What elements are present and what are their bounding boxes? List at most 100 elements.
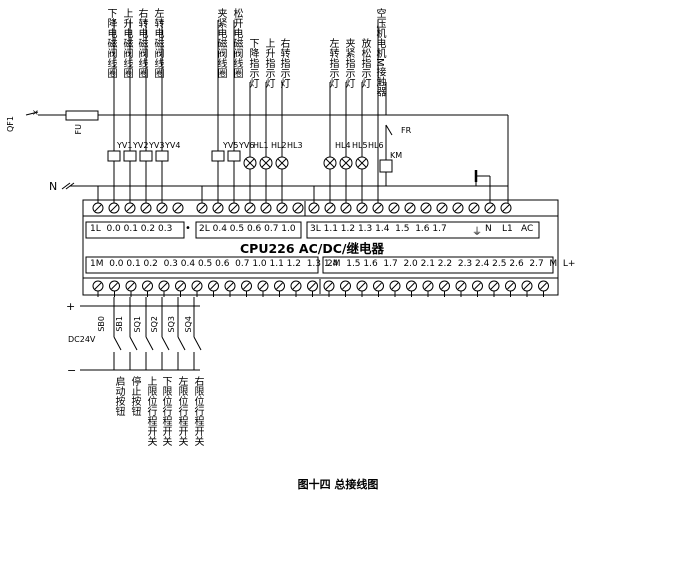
top-terminal (388, 202, 400, 214)
km-label: KM (390, 151, 403, 160)
load-label-up-lamp: 上升指示灯 (263, 38, 274, 88)
qf1-label: QF1 (6, 116, 15, 132)
load-label-right-lamp: 右转指示灯 (278, 38, 289, 88)
top-terminal (324, 202, 336, 214)
top-terminal (140, 202, 152, 214)
lamp-hl2: HL2 (271, 141, 287, 150)
screw-slot (408, 282, 415, 290)
screw-slot (457, 282, 465, 290)
screw-slot (158, 204, 166, 212)
bottom-terminal (224, 280, 236, 297)
label-lower-limit: 下限位行程开关 (160, 376, 171, 446)
bottom-terminal (257, 280, 269, 297)
screw-slot (210, 282, 217, 290)
plus-label: + (66, 300, 76, 313)
switch-sb0: SB0 (97, 316, 106, 332)
screw-slot (142, 204, 150, 212)
screw-slot (490, 282, 498, 290)
screw-slot (470, 204, 478, 212)
label-left-limit: 左限位行程开关 (176, 376, 187, 446)
top-terminal (356, 202, 368, 214)
bottom-terminal (109, 280, 120, 297)
top-terminal (292, 202, 304, 214)
lamp-hl5: HL5 (352, 141, 368, 150)
coil-symbol (227, 150, 241, 162)
switch-blade (129, 336, 138, 351)
lamp-cross (245, 158, 255, 168)
top-terminal (452, 202, 464, 214)
bottom-terminal (274, 280, 285, 297)
minus-label: − (67, 364, 77, 377)
screw-slot (507, 282, 514, 290)
top-terminal (484, 202, 496, 214)
screw-slot (198, 204, 206, 212)
screw-slot (160, 282, 168, 290)
coil-symbol (139, 150, 153, 162)
load-label-right-valve: 右转电磁阀线圈 (136, 8, 147, 78)
top-terminal (500, 202, 512, 214)
lamp-cross (341, 158, 351, 168)
bottom-terminal (191, 280, 203, 297)
top-terminal (372, 202, 384, 214)
top-terminal (436, 202, 448, 214)
coil-yv2: YV2 (133, 141, 149, 150)
screw-slot (502, 204, 510, 212)
lamp-cross (261, 158, 271, 168)
input-row-1: 1M 0.0 0.1 0.2 0.3 0.4 0.5 0.6 0.7 1.0 1… (90, 259, 339, 269)
top-terminal (404, 202, 416, 214)
screw-slot (486, 204, 494, 212)
switch-blade (193, 336, 202, 351)
qf-cross: × (32, 108, 39, 117)
coil-symbol (107, 150, 121, 162)
screw-slot (441, 282, 448, 290)
output-group-1: 1L 0.0 0.1 0.2 0.3 (90, 224, 173, 234)
top-terminal (340, 202, 352, 214)
lamp-hl3: HL3 (287, 141, 303, 150)
input-row-2: 2M 1.5 1.6 1.7 2.0 2.1 2.2 2.3 2.4 2.5 2… (327, 259, 576, 269)
lamp-cross (277, 158, 287, 168)
bottom-terminal (241, 280, 252, 297)
coil-yv6: YV6 (239, 141, 255, 150)
bottom-terminal (505, 280, 516, 297)
bottom-terminal (521, 280, 533, 297)
ground-symbol: ⏚ (472, 227, 482, 238)
coil-symbol (123, 150, 137, 162)
screw-slot (110, 204, 118, 212)
screw-slot (243, 282, 250, 290)
bottom-terminal (208, 280, 219, 297)
screw-slot (391, 282, 399, 290)
top-terminal (308, 202, 320, 214)
terminal-n: N (485, 224, 492, 234)
screw-slot (144, 282, 151, 290)
screw-slot (375, 282, 382, 290)
screw-slot (310, 204, 318, 212)
screw-slot (127, 282, 135, 290)
bottom-terminal (125, 280, 137, 297)
lamp-hl1: HL1 (253, 141, 269, 150)
screw-slot (325, 282, 333, 290)
bottom-terminal (92, 280, 104, 297)
top-terminal (124, 202, 136, 214)
top-terminal (260, 202, 272, 214)
label-stop-button: 停止按钮 (129, 376, 140, 416)
top-terminal (156, 202, 168, 214)
screw-slot (358, 204, 366, 212)
label-right-limit: 右限位行程开关 (192, 376, 203, 446)
load-label-down-lamp: 下降指示灯 (247, 38, 258, 88)
bottom-terminal (538, 280, 549, 297)
screw-slot (326, 204, 334, 212)
lamp-cross (357, 158, 367, 168)
screw-slot (226, 282, 234, 290)
terminal-l1: L1 (502, 224, 513, 234)
screw-slot (126, 204, 134, 212)
screw-slot (474, 282, 481, 290)
screw-slot (94, 282, 102, 290)
bottom-terminal (175, 280, 186, 297)
switch-blade (161, 336, 170, 351)
screw-slot (438, 204, 446, 212)
bottom-terminal (439, 280, 450, 297)
coil-yv1: YV1 (117, 141, 133, 150)
screw-slot (540, 282, 547, 290)
load-label-clamp-valve: 夹紧电磁阀线圈 (215, 8, 226, 78)
